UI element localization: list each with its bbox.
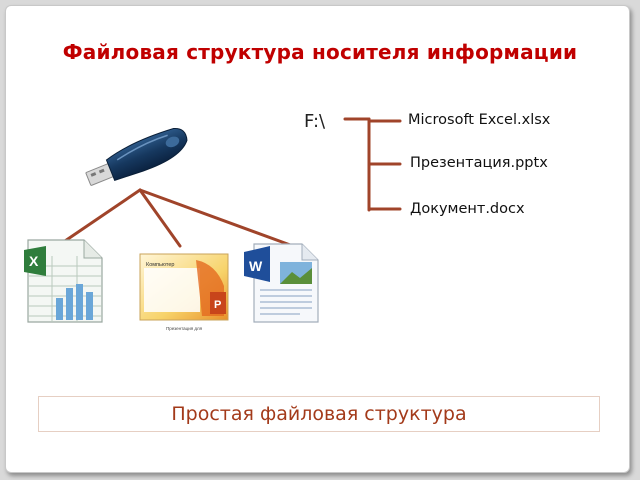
usb-flash-drive-icon (85, 128, 188, 186)
root-drive-label: F:\ (304, 111, 326, 132)
excel-file-icon: X (24, 239, 103, 323)
fan-line-word (138, 188, 295, 248)
svg-text:X: X (29, 253, 39, 269)
fan-line-ppt (138, 188, 182, 248)
powerpoint-file-icon: P Компьютер Презентация для (139, 253, 229, 331)
fan-line-excel (60, 188, 142, 245)
slide-title: Файловая структура носителя информации (62, 40, 578, 64)
svg-text:P: P (214, 299, 221, 311)
caption-text: Простая файловая структура (171, 403, 467, 425)
ppt-thumb-footer: Презентация для (166, 326, 203, 331)
word-file-icon: W (244, 243, 319, 323)
svg-text:W: W (249, 258, 263, 274)
tree-file-excel: Microsoft Excel.xlsx (408, 112, 551, 128)
tree-file-docx: Документ.docx (410, 201, 525, 217)
slide (5, 5, 630, 473)
caption-box: Простая файловая структура (38, 396, 600, 432)
tree-file-pptx: Презентация.pptx (410, 155, 548, 171)
ppt-thumb-title: Компьютер (146, 262, 174, 268)
